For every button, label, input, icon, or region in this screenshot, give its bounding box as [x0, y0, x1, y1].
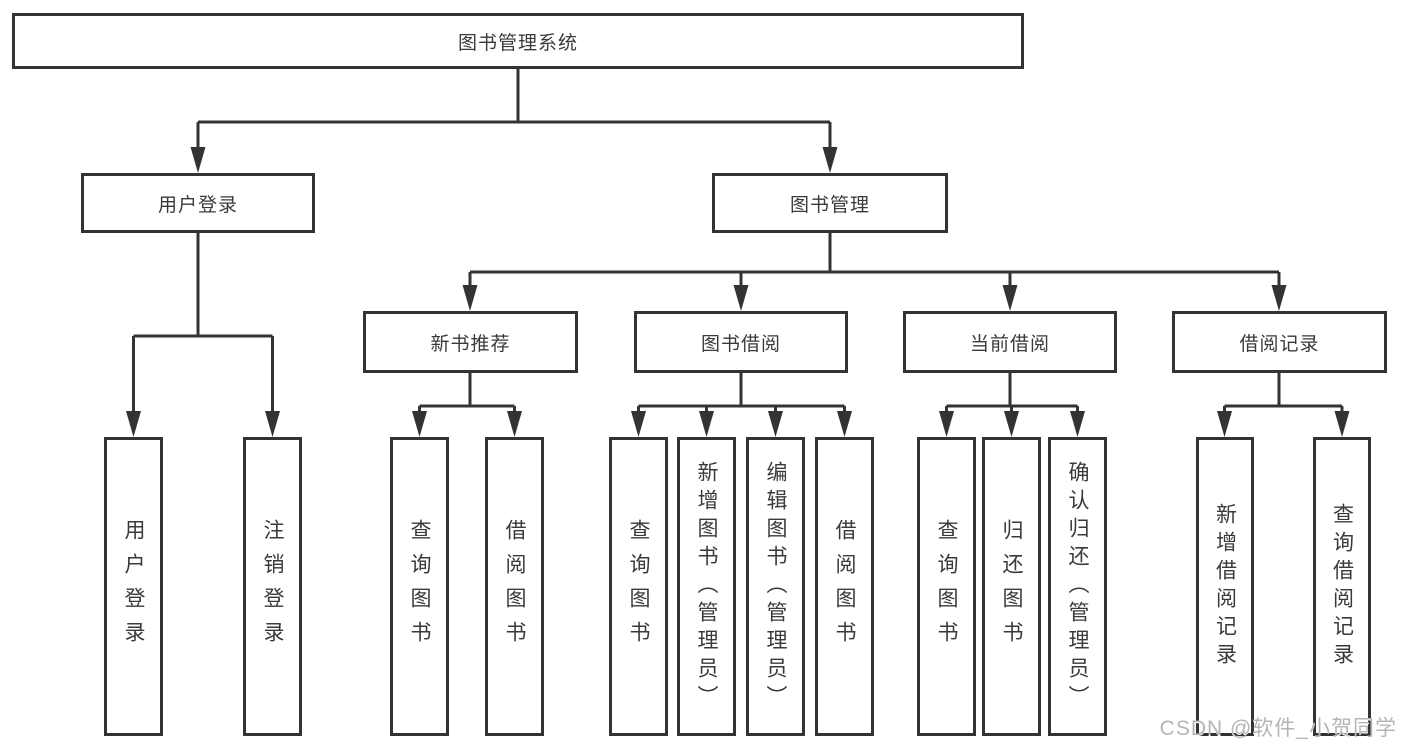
node-library-management-system: 图书管理系统: [12, 13, 1024, 69]
leaf-add-books-admin: 新增图书（管理员）: [677, 437, 736, 736]
connector-root-to-level2: [196, 69, 832, 160]
node-label: 用户登录: [122, 518, 146, 655]
csdn-watermark: CSDN @软件_小贺同学: [1159, 717, 1397, 740]
node-label: 注销登录: [261, 518, 285, 655]
leaf-logout-login: 注销登录: [243, 437, 302, 736]
leaf-confirm-return-admin: 确认归还（管理员）: [1048, 437, 1107, 736]
node-label: 归还图书: [1000, 518, 1024, 655]
leaf-query-books-new: 查询图书: [390, 437, 449, 736]
node-book-management: 图书管理: [712, 173, 948, 233]
node-label: 编辑图书（管理员）: [764, 460, 788, 713]
node-label: 图书管理: [789, 194, 870, 216]
node-label: 查询图书: [627, 518, 651, 655]
node-label: 当前借阅: [969, 333, 1050, 355]
leaf-user-login: 用户登录: [104, 437, 163, 736]
node-label: 新增借阅记录: [1213, 502, 1237, 671]
node-label: 借阅图书: [833, 518, 857, 655]
node-borrow-records: 借阅记录: [1172, 311, 1387, 373]
node-label: 确认归还（管理员）: [1066, 460, 1090, 713]
node-label: 用户登录: [157, 194, 238, 216]
node-new-book-recommend: 新书推荐: [363, 311, 578, 373]
node-label: 图书管理系统: [457, 32, 578, 54]
node-label: 借阅图书: [503, 518, 527, 655]
node-current-borrowing: 当前借阅: [903, 311, 1117, 373]
node-label: 借阅记录: [1239, 333, 1320, 355]
connector-newbooks-to-leaves: [418, 373, 516, 424]
node-label: 新书推荐: [430, 333, 511, 355]
leaf-add-borrow-record: 新增借阅记录: [1196, 437, 1254, 736]
leaf-return-books: 归还图书: [982, 437, 1041, 736]
node-label: 图书借阅: [700, 333, 781, 355]
node-label: 查询图书: [935, 518, 959, 655]
leaf-borrow-books-new: 借阅图书: [485, 437, 544, 736]
connector-bookborrow-to-leaves: [637, 373, 846, 424]
node-label: 查询借阅记录: [1330, 502, 1354, 671]
connector-bookmgmt-to-level3: [468, 233, 1281, 298]
node-label: 新增图书（管理员）: [695, 460, 719, 713]
connector-userlogin-to-leaves: [132, 233, 274, 424]
leaf-query-books-borrow: 查询图书: [609, 437, 668, 736]
leaf-edit-books-admin: 编辑图书（管理员）: [746, 437, 805, 736]
node-label: 查询图书: [408, 518, 432, 655]
leaf-query-books-current: 查询图书: [917, 437, 976, 736]
connector-borrowrecords-to-leaves: [1223, 373, 1344, 424]
node-user-login: 用户登录: [81, 173, 315, 233]
leaf-query-borrow-record: 查询借阅记录: [1313, 437, 1371, 736]
node-book-borrowing: 图书借阅: [634, 311, 848, 373]
leaf-borrow-books: 借阅图书: [815, 437, 874, 736]
arrowheads: [126, 147, 1350, 437]
